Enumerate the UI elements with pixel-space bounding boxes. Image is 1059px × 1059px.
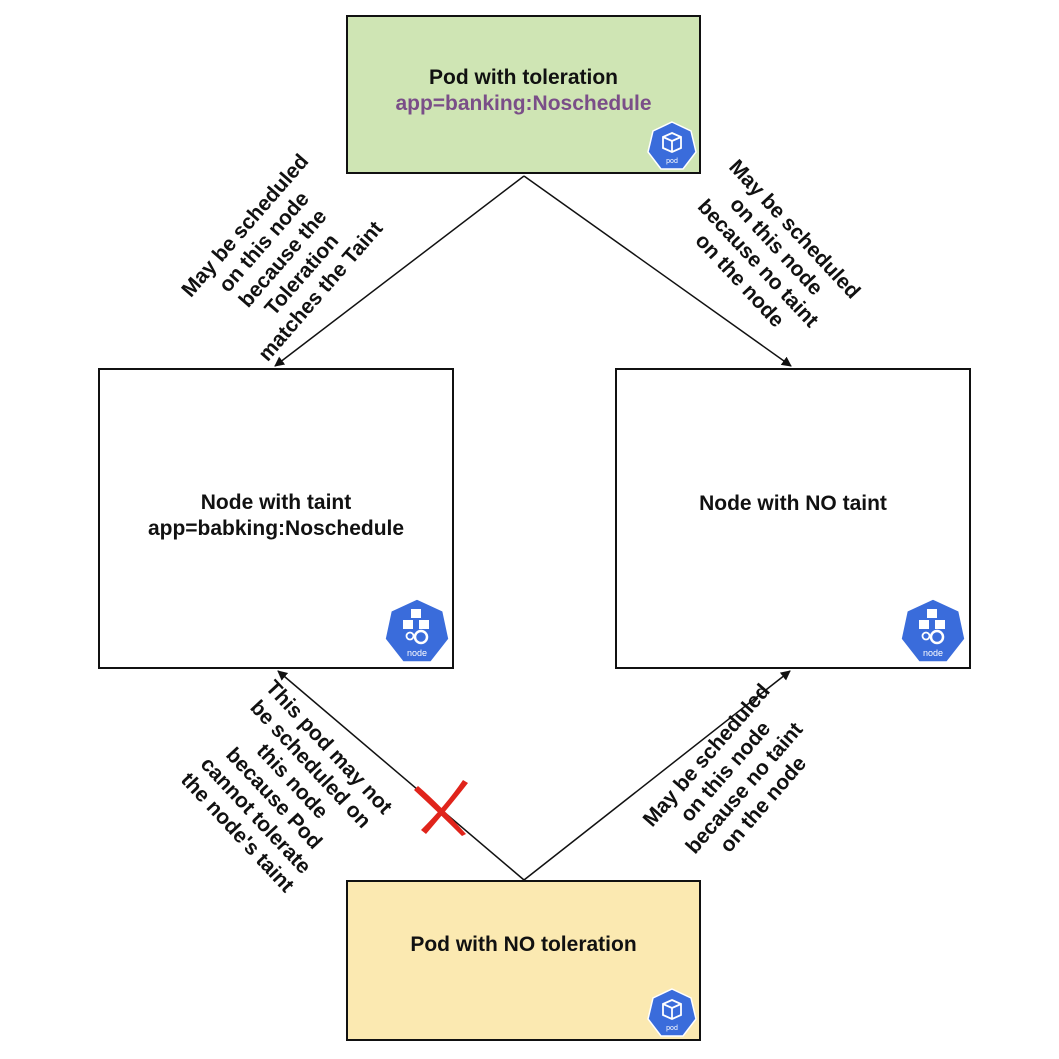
pod-with-toleration-box: Pod with toleration app=banking:Noschedu… [346, 15, 701, 174]
kubernetes-pod-icon: pod [647, 988, 697, 1037]
arrow-bottom-to-right-node [523, 670, 791, 881]
kubernetes-pod-icon: pod [647, 121, 697, 170]
arrow-top-to-right-node [523, 175, 792, 367]
blocked-cross-icon [414, 780, 468, 836]
pod-bottom-icon-label: pod [666, 1025, 678, 1032]
pod-with-no-toleration-box: Pod with NO toleration pod [346, 880, 701, 1041]
node-with-taint-box: Node with taint app=babking:Noschedule n… [98, 368, 454, 669]
arrow-top-to-left-node [274, 175, 525, 367]
pod-top-toleration: app=banking:Noschedule [395, 92, 652, 115]
pod-top-icon-label: pod [666, 158, 678, 165]
pod-top-title: Pod with toleration [429, 66, 618, 89]
kubernetes-node-icon: node [384, 598, 450, 663]
node-left-taint: app=babking:Noschedule [147, 517, 405, 540]
node-left-title: Node with taint [200, 491, 352, 514]
arrow-bottom-to-left-node [277, 670, 525, 881]
node-with-no-taint-box: Node with NO taint node [615, 368, 971, 669]
node-right-title: Node with NO taint [699, 492, 887, 515]
node-left-icon-label: node [407, 648, 427, 658]
pod-bottom-title: Pod with NO toleration [410, 933, 637, 956]
node-right-icon-label: node [923, 648, 943, 658]
kubernetes-node-icon: node [900, 598, 966, 663]
